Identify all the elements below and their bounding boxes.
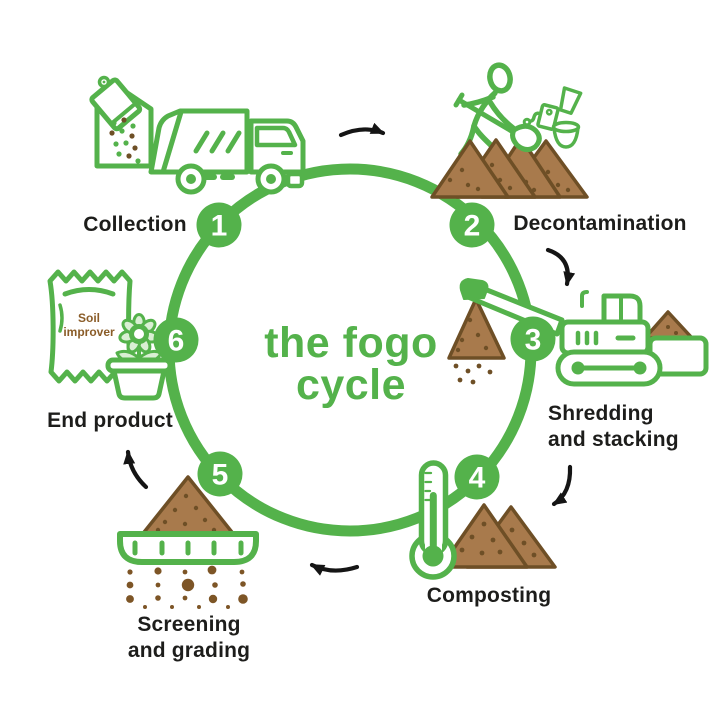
badge-6-number: 6 <box>168 325 185 358</box>
label-composting: Composting <box>427 584 551 607</box>
arrow-3-to-4-icon <box>551 464 573 507</box>
badge-2: 2 <box>449 202 495 248</box>
screened-dots <box>126 565 248 609</box>
label-decontamination: Decontamination <box>513 212 686 235</box>
thermometer-compost-icon <box>409 460 557 580</box>
label-collection: Collection <box>83 213 187 236</box>
arrow-1-to-2-icon <box>338 122 386 138</box>
bag-text-line2: improver <box>63 325 115 339</box>
falling-waste-dots <box>109 117 141 164</box>
page-title: the fogo cycle <box>264 319 438 409</box>
label-screening-line2: and grading <box>128 639 250 662</box>
arrow-4-to-5-icon <box>309 562 360 576</box>
soil-improver-bag-icon: Soil improver <box>47 269 173 401</box>
flower-pot <box>105 313 173 401</box>
contaminant-items <box>522 86 583 149</box>
flow-arrows <box>123 122 576 576</box>
label-end-product: End product <box>47 409 173 432</box>
label-shredding-line2: and stacking <box>548 428 679 451</box>
label-screening-line1: Screening <box>137 613 240 636</box>
shredder-excavator-icon <box>447 278 709 387</box>
badge-2-number: 2 <box>464 210 481 243</box>
compost-piles-4 <box>430 136 589 199</box>
shredded-dots <box>453 363 493 385</box>
badge-4-number: 4 <box>469 462 486 495</box>
title-line2: cycle <box>296 361 406 409</box>
badge-4: 4 <box>454 454 500 500</box>
screening-sieve-icon <box>117 475 259 609</box>
badge-3: 3 <box>510 316 556 362</box>
badge-6: 6 <box>153 317 199 363</box>
label-shredding-line1: Shredding <box>548 402 654 425</box>
step-labels: Collection Decontamination Shredding and… <box>47 212 686 662</box>
garbage-truck-icon <box>89 75 306 195</box>
badge-1-number: 1 <box>211 210 228 243</box>
badge-5: 5 <box>197 451 243 497</box>
person-sorting-icon <box>430 62 589 199</box>
step-badges: 1 2 3 4 5 6 <box>153 202 556 500</box>
badge-5-number: 5 <box>212 459 229 492</box>
arrow-2-to-3-icon <box>545 247 576 287</box>
arrow-5-to-6-icon <box>123 449 149 490</box>
title-line1: the fogo <box>264 319 438 367</box>
badge-1: 1 <box>196 202 242 248</box>
bag-text-line1: Soil <box>78 311 100 325</box>
badge-3-number: 3 <box>525 324 542 357</box>
